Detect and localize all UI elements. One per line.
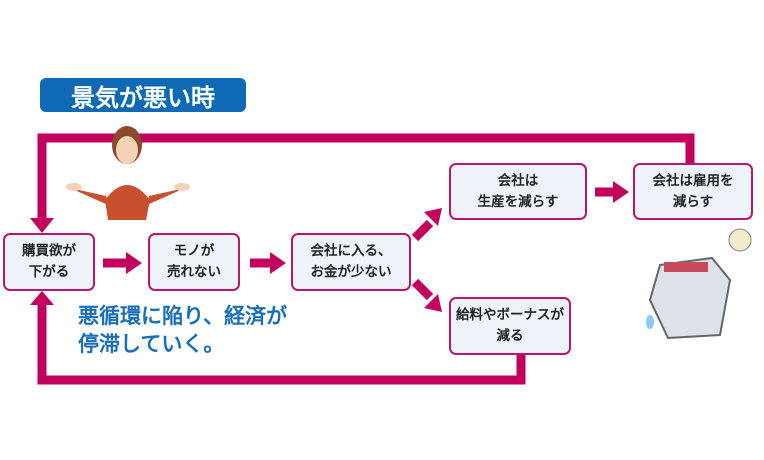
box-salary-bonus-reduced: 給料やボーナスが 減る	[449, 297, 571, 355]
vicious-cycle-message: 悪循環に陥り、経済が 停滞していく。	[78, 304, 288, 357]
top-loop-line	[37, 133, 695, 220]
arrow-3-6	[411, 278, 434, 301]
arrowhead-bottom	[30, 291, 54, 305]
box-goods-dont-sell: モノが 売れない	[148, 233, 240, 291]
arrow-3-4	[411, 219, 434, 242]
worried-woman-illustration	[66, 126, 190, 220]
page-title: 景気が悪い時	[40, 78, 246, 112]
box-purchase-desire-falls: 購買欲が 下がる	[3, 233, 95, 291]
box-reduce-employment: 会社は雇用を 減らす	[633, 163, 753, 220]
box-reduce-production: 会社は 生産を減らす	[449, 163, 587, 220]
arrowhead-top	[30, 218, 54, 233]
tired-building-illustration	[646, 228, 752, 340]
bottom-loop-line	[37, 303, 526, 385]
box-company-income-low: 会社に入る、 お金が少ない	[291, 233, 411, 291]
